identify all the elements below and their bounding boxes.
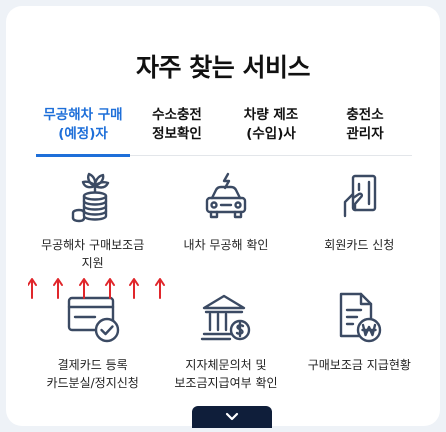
card-hand-icon — [344, 174, 377, 218]
arrow-up-icon — [105, 278, 115, 299]
page-title: 자주 찾는 서비스 — [136, 53, 310, 82]
service-card: 자주 찾는 서비스 무공해차 구매 (예정)자 수소충전 정보확인 차량 제조 … — [6, 6, 440, 428]
tab-hydrogen-info[interactable]: 수소충전 정보확인 — [152, 107, 202, 142]
document-won-icon — [340, 292, 382, 343]
arrow-up-icon — [79, 278, 89, 299]
car-icon — [205, 172, 247, 219]
arrow-up-icon — [53, 278, 63, 299]
red-arrow-markers — [28, 278, 165, 299]
service-grid: 무공해차 구매보조금 지원 내차 무공해 확인 — [26, 166, 426, 406]
coins-plant-icon — [71, 172, 109, 223]
service-my-car-check[interactable]: 내차 무공해 확인 — [159, 166, 292, 286]
tab-bar: 무공해차 구매 (예정)자 수소충전 정보확인 차량 제조 (수입)사 충전소 … — [36, 106, 412, 157]
service-subsidy-status[interactable]: 구매보조금 지급현황 — [293, 286, 426, 406]
service-purchase-subsidy[interactable]: 무공해차 구매보조금 지원 — [26, 166, 159, 286]
arrow-up-icon — [155, 278, 165, 299]
chevron-down-icon — [225, 412, 239, 421]
service-local-gov-inquiry[interactable]: 지자체문의처 및 보조금지급여부 확인 — [159, 286, 292, 406]
service-payment-card[interactable]: 결제카드 등록 카드분실/정지신청 — [26, 286, 159, 406]
arrow-up-icon — [28, 278, 37, 299]
card-check-icon — [67, 296, 119, 343]
arrow-up-icon — [129, 278, 139, 299]
tab-station-manager[interactable]: 충전소 관리자 — [346, 107, 384, 142]
tab-ev-buyer[interactable]: 무공해차 구매 (예정)자 — [36, 106, 130, 157]
expand-more-button[interactable] — [192, 406, 272, 428]
bank-icon — [200, 294, 251, 341]
tab-manufacturer[interactable]: 차량 제조 (수입)사 — [243, 107, 299, 142]
service-member-card[interactable]: 회원카드 신청 — [293, 166, 426, 286]
